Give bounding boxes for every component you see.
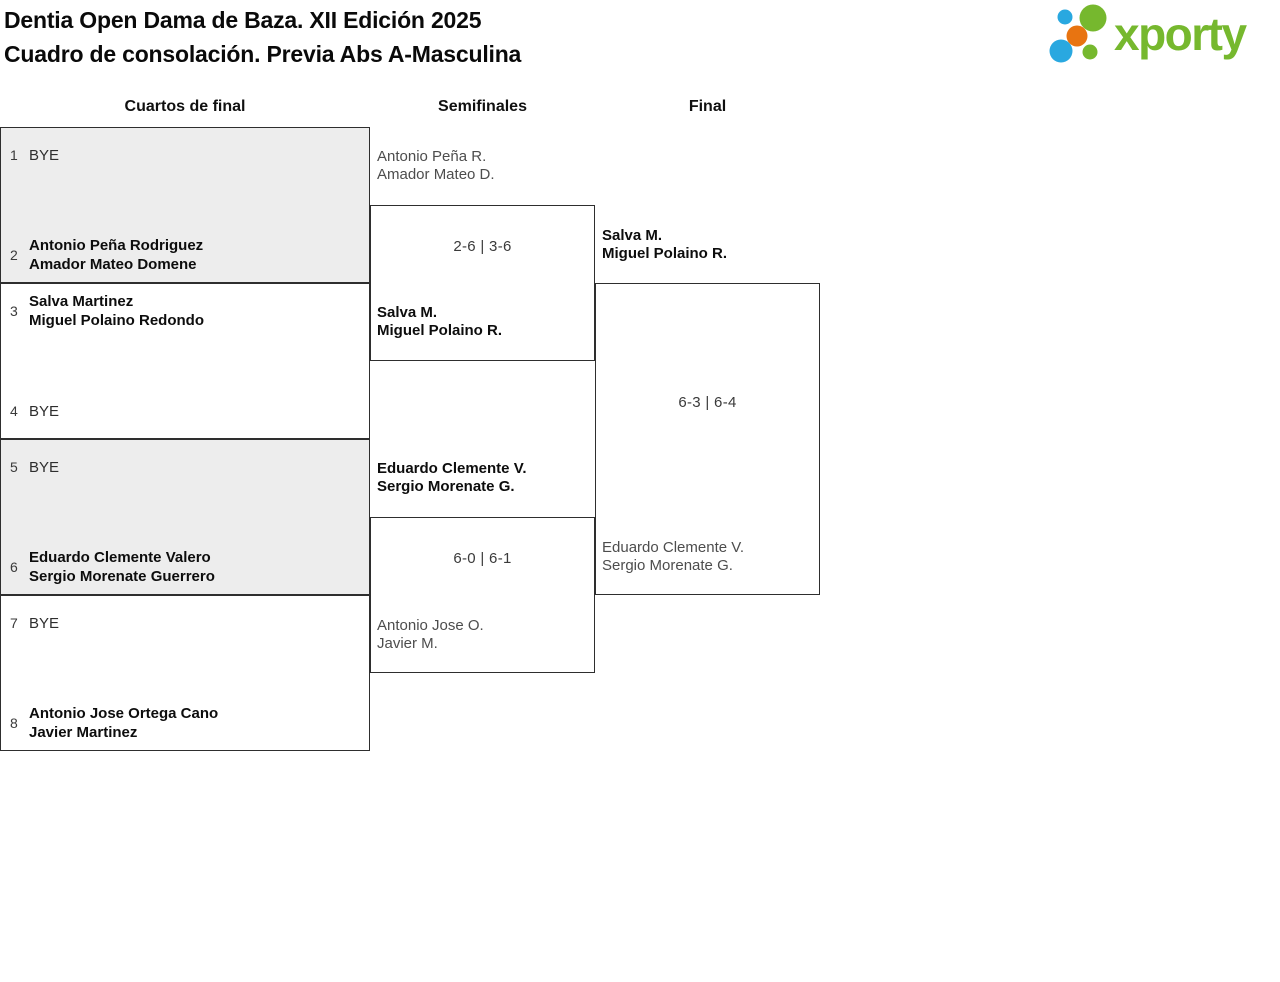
seed-number: 1 (10, 147, 18, 163)
bracket-entry-seed1: 1 BYE (10, 136, 363, 174)
round-header-semifinales: Semifinales (438, 98, 527, 115)
xporty-dots-icon (1049, 4, 1107, 63)
bracket-entry-seed6: 6 Eduardo Clemente Valero Sergio Morenat… (10, 548, 363, 586)
xporty-logo[interactable]: xporty (1046, 2, 1247, 66)
team-name: BYE (29, 146, 60, 164)
team-name: Antonio Jose Ortega Cano Javier Martinez (29, 705, 219, 741)
bracket-entry-seed4: 4 BYE (10, 392, 363, 430)
page-title-line2: Cuadro de consolación. Previa Abs A-Masc… (4, 41, 522, 67)
team-name: Eduardo Clemente Valero Sergio Morenate … (29, 549, 215, 585)
sf2-team-top-label: Eduardo Clemente V. Sergio Morenate G. (377, 460, 527, 495)
bracket-entry-seed8: 8 Antonio Jose Ortega Cano Javier Martin… (10, 704, 363, 742)
bracket-entry-seed7: 7 BYE (10, 604, 363, 642)
bracket-entry-seed2: 2 Antonio Peña Rodriguez Amador Mateo Do… (10, 236, 363, 274)
bracket-entry-seed3: 3 Salva Martinez Miguel Polaino Redondo (10, 292, 363, 330)
seed-number: 2 (10, 247, 18, 263)
team-name: BYE (29, 614, 60, 632)
team-name: BYE (29, 402, 60, 420)
bracket-entry-seed5: 5 BYE (10, 448, 363, 486)
page-title: Dentia Open Dama de Baza. XII Edición 20… (4, 3, 521, 71)
seed-number: 4 (10, 403, 18, 419)
final-team-bottom-label: Eduardo Clemente V. Sergio Morenate G. (602, 539, 745, 574)
team-name: Antonio Peña Rodriguez Amador Mateo Dome… (29, 237, 204, 273)
final-team-top-label: Salva M. Miguel Polaino R. (602, 227, 728, 262)
match-score: 6-3 | 6-4 (678, 394, 737, 411)
round-header-final: Final (688, 98, 727, 115)
seed-number: 3 (10, 303, 18, 319)
sf1-team-top-label: Antonio Peña R. Amador Mateo D. (377, 148, 495, 183)
match-box-sf2: 6-0 | 6-1 (370, 517, 595, 673)
seed-number: 8 (10, 715, 18, 731)
match-score: 6-0 | 6-1 (453, 550, 512, 567)
seed-number: 5 (10, 459, 18, 475)
team-name: BYE (29, 458, 60, 476)
page-title-line1: Dentia Open Dama de Baza. XII Edición 20… (4, 7, 482, 33)
match-box-qf4: 7 BYE 8 Antonio Jose Ortega Cano Javier … (0, 595, 370, 751)
match-box-sf1: 2-6 | 3-6 (370, 205, 595, 361)
xporty-logo-text: xporty (1114, 8, 1247, 60)
seed-number: 7 (10, 615, 18, 631)
round-header-cuartos: Cuartos de final (124, 98, 246, 115)
match-box-qf2: 3 Salva Martinez Miguel Polaino Redondo … (0, 283, 370, 439)
match-box-qf1: 1 BYE 2 Antonio Peña Rodriguez Amador Ma… (0, 127, 370, 283)
sf2-team-bottom-label: Antonio Jose O. Javier M. (377, 617, 484, 652)
match-box-final: 6-3 | 6-4 (595, 283, 820, 595)
sf1-team-bottom-label: Salva M. Miguel Polaino R. (377, 304, 503, 339)
match-box-qf3: 5 BYE 6 Eduardo Clemente Valero Sergio M… (0, 439, 370, 595)
match-score: 2-6 | 3-6 (453, 238, 512, 255)
team-name: Salva Martinez Miguel Polaino Redondo (29, 293, 204, 329)
seed-number: 6 (10, 559, 18, 575)
